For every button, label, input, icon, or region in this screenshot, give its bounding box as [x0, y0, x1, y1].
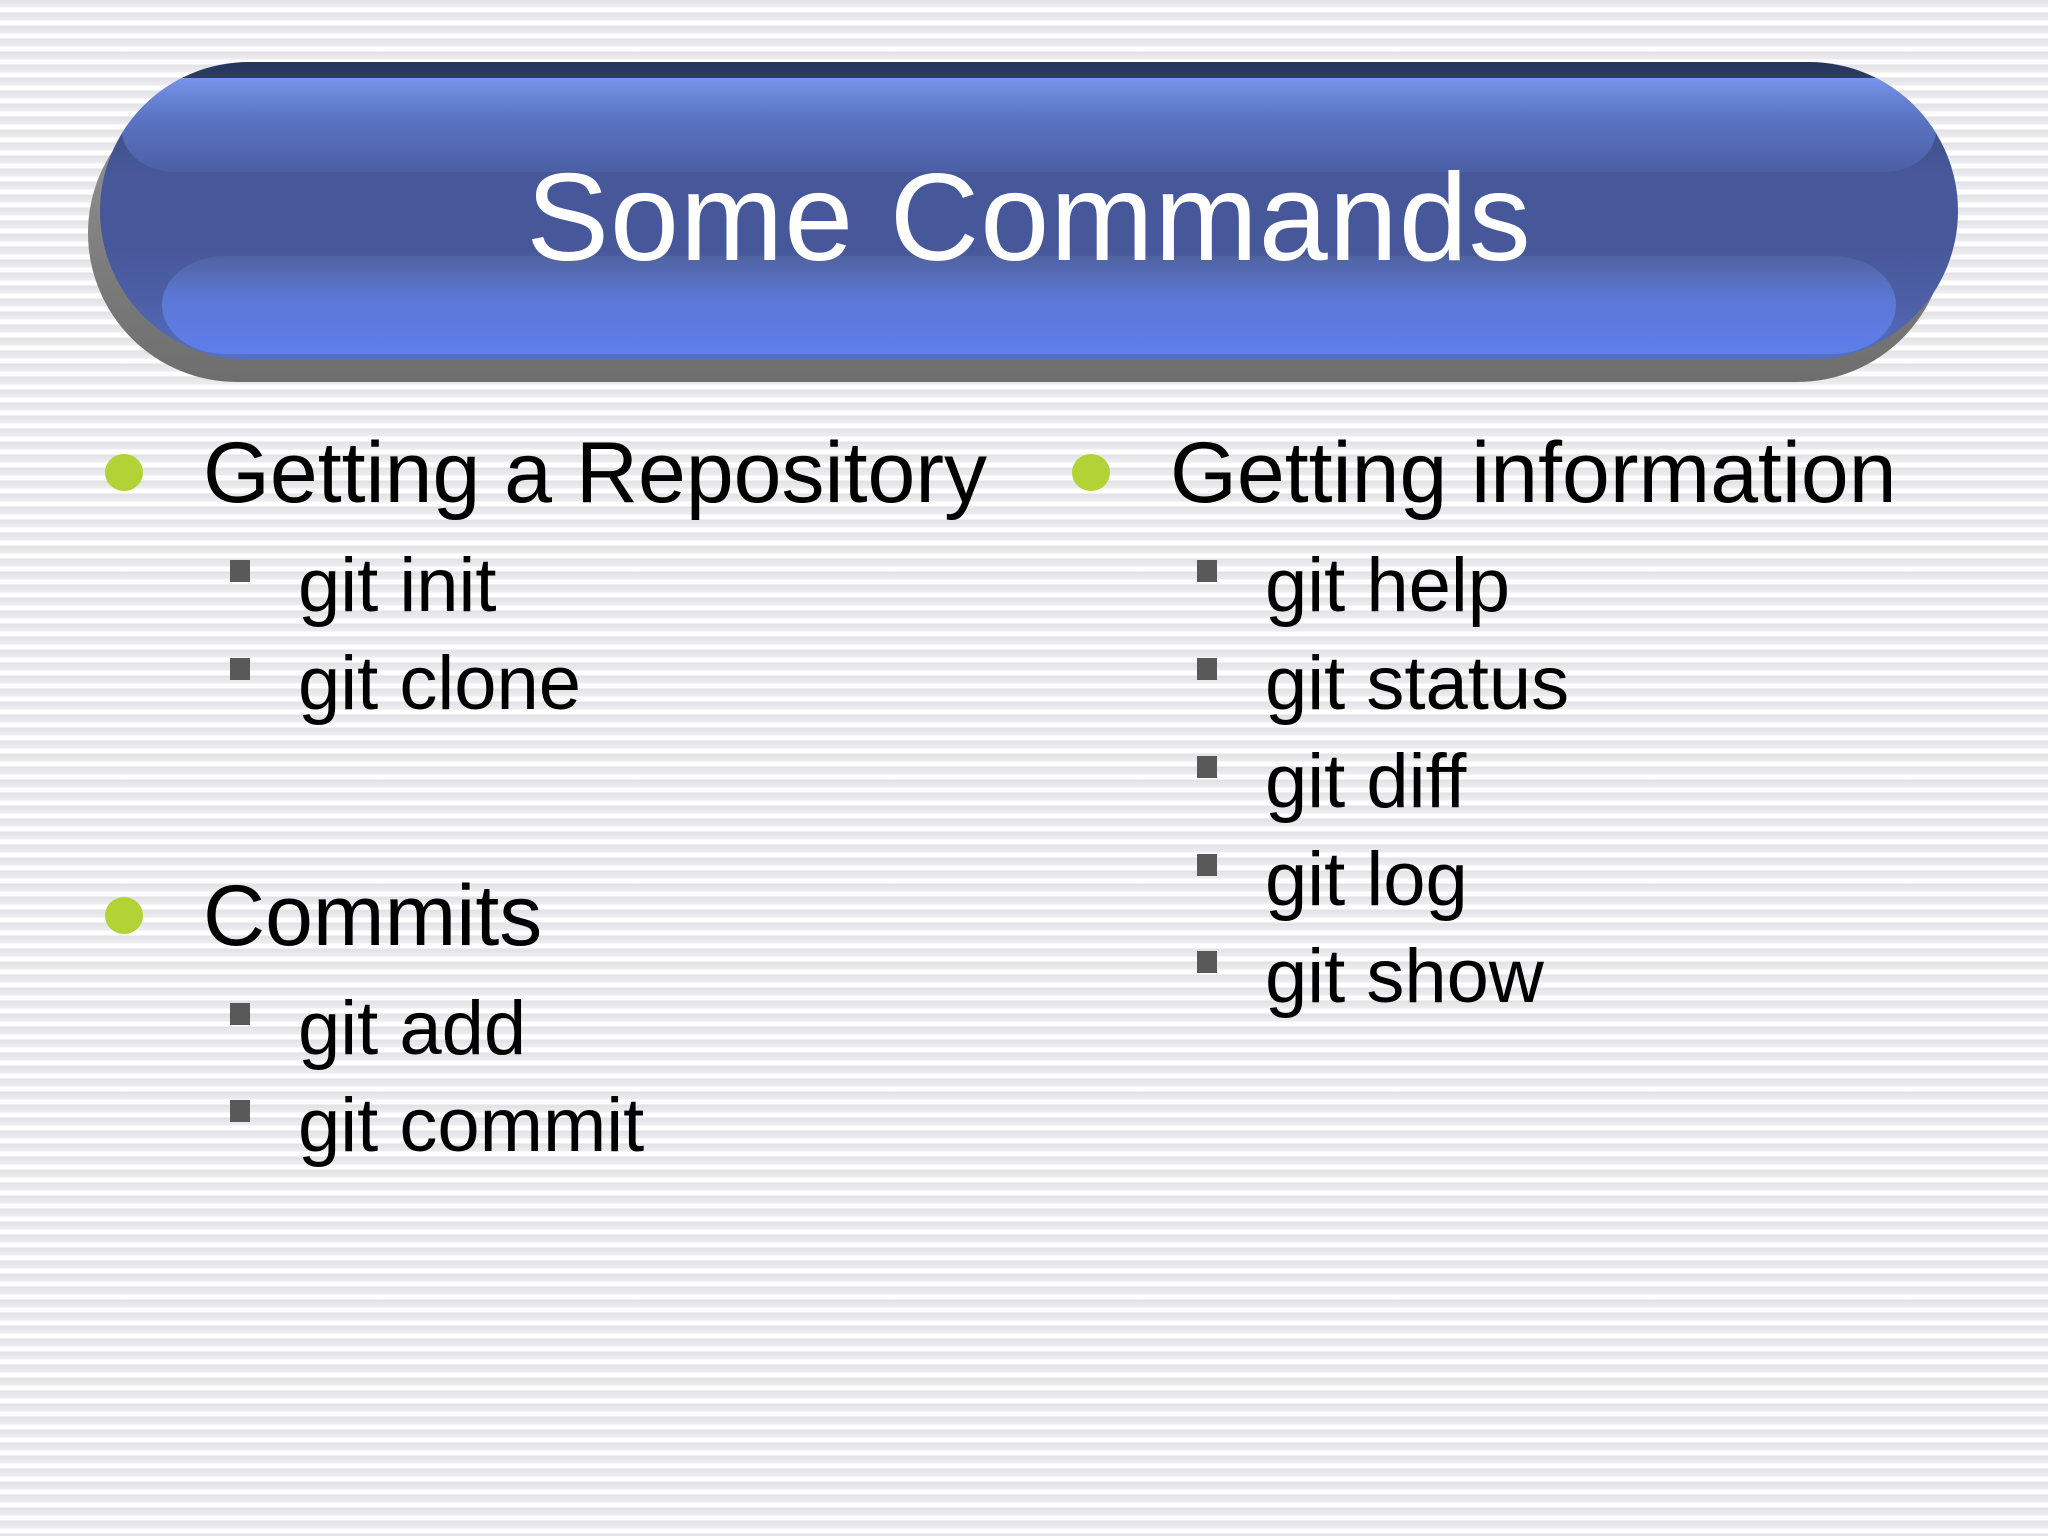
bullet-item: git help — [1197, 543, 2002, 629]
circle-bullet-icon — [105, 454, 143, 491]
bullet-item: git add — [230, 986, 1035, 1072]
heading-label: Getting a Repository — [203, 425, 987, 521]
circle-bullet-icon — [1072, 454, 1110, 491]
square-bullet-icon — [230, 1002, 250, 1025]
bullet-item: git status — [1197, 641, 2002, 727]
bullet-heading: Commits — [105, 867, 1035, 966]
bullet-item: git log — [1197, 837, 2002, 923]
square-bullet-icon — [230, 559, 250, 582]
slide-title: Some Commands — [526, 149, 1532, 287]
item-label: git status — [1265, 640, 1570, 726]
item-label: git help — [1265, 542, 1511, 628]
bullet-heading: Getting a Repository — [105, 424, 1035, 523]
square-bullet-icon — [1197, 755, 1217, 778]
item-label: git log — [1265, 836, 1468, 922]
square-bullet-icon — [1197, 559, 1217, 582]
right-column: Getting information git help git status … — [1072, 424, 2002, 1020]
bullet-item: git commit — [230, 1083, 1035, 1169]
square-bullet-icon — [1197, 853, 1217, 876]
banner-gloss-highlight — [122, 78, 1936, 172]
item-label: git clone — [298, 640, 582, 726]
bullet-item: git init — [230, 543, 1035, 629]
item-label: git add — [298, 985, 527, 1071]
square-bullet-icon — [230, 657, 250, 680]
item-label: git commit — [298, 1083, 645, 1169]
item-label: git show — [1265, 934, 1544, 1020]
bullet-heading: Getting information — [1072, 424, 2002, 523]
heading-label: Commits — [203, 867, 543, 964]
square-bullet-icon — [230, 1100, 250, 1123]
bullet-item: git clone — [230, 641, 1035, 727]
left-column: Getting a Repository git init git clone … — [105, 424, 1035, 1169]
circle-bullet-icon — [105, 896, 143, 934]
item-label: git diff — [1265, 738, 1467, 824]
banner-capsule: Some Commands — [100, 62, 1958, 360]
item-label: git init — [298, 542, 497, 628]
section-gap — [105, 727, 1035, 867]
square-bullet-icon — [1197, 951, 1217, 974]
banner-bottom-glow — [162, 256, 1896, 354]
bullet-item: git show — [1197, 934, 2002, 1020]
bullet-item: git diff — [1197, 739, 2002, 825]
square-bullet-icon — [1197, 657, 1217, 680]
title-banner: Some Commands — [88, 62, 1958, 382]
heading-label: Getting information — [1170, 425, 1897, 521]
